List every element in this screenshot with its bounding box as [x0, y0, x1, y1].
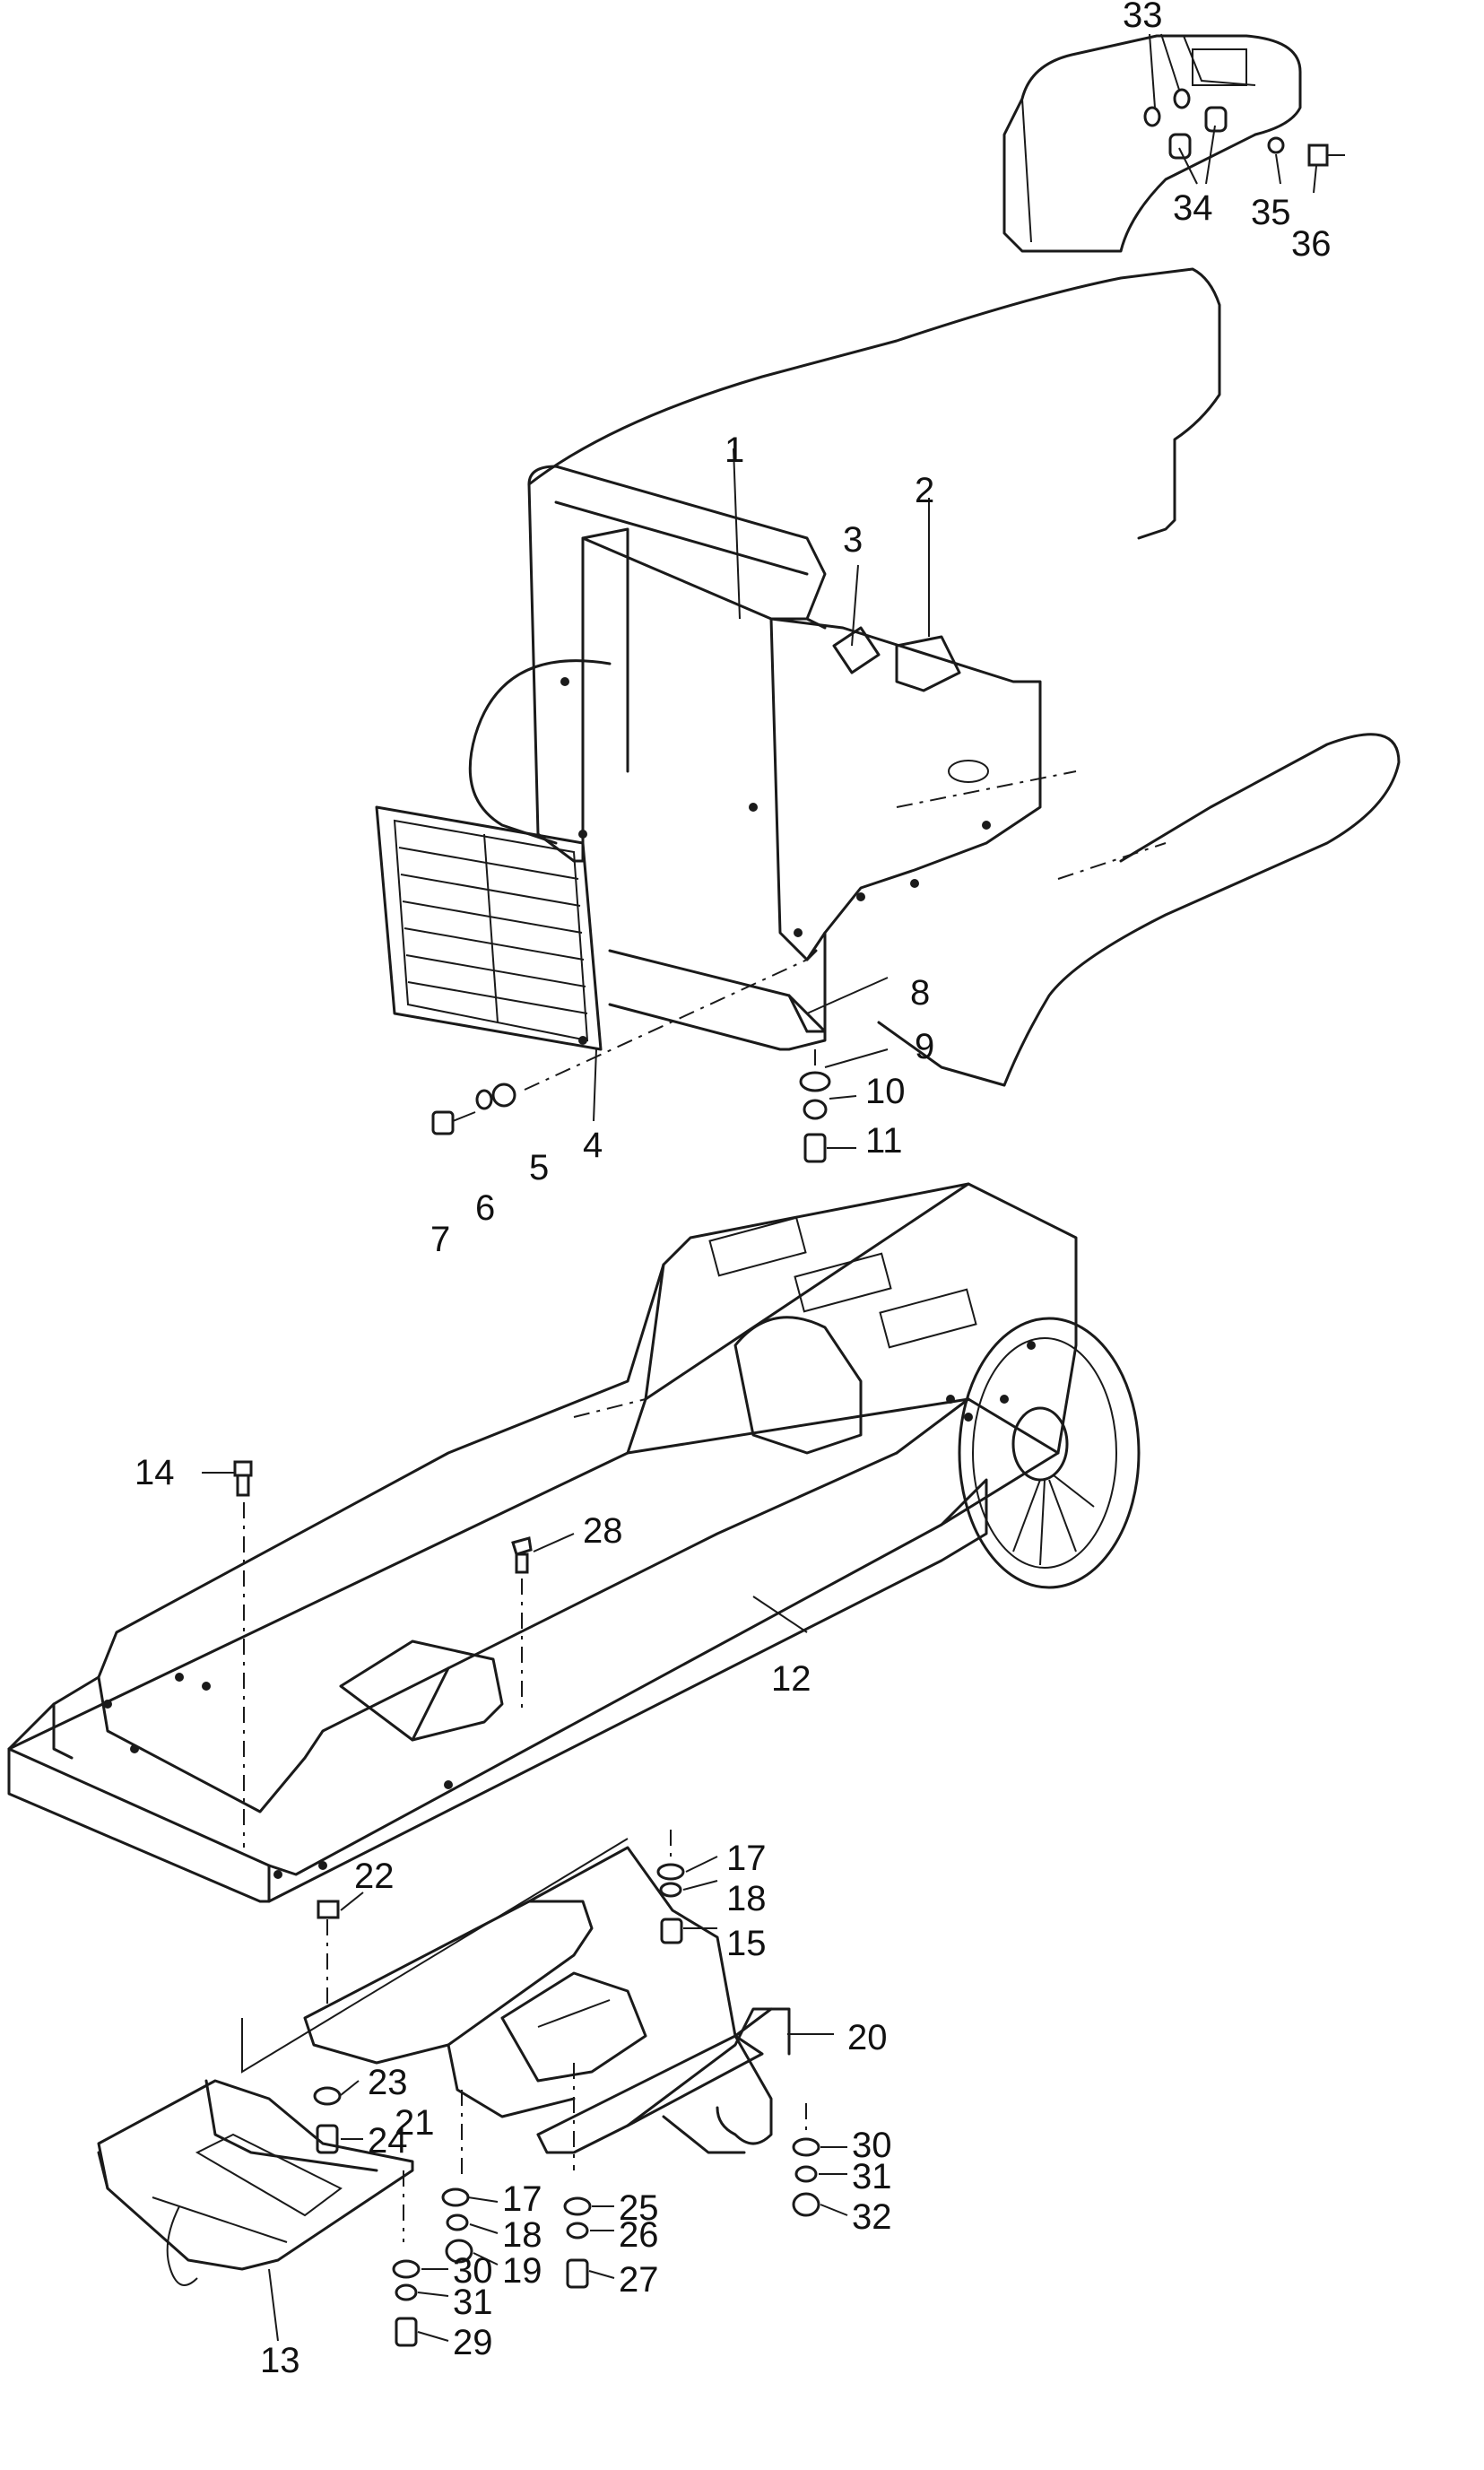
callout-25: 25: [619, 2188, 659, 2228]
leader-lines: [202, 33, 1317, 2342]
part-19-nut: [445, 2239, 473, 2264]
callout-29: 29: [453, 2323, 493, 2362]
part-12-main-frame: [7, 1182, 1078, 1903]
part-17-washer-bottom: [441, 2187, 470, 2207]
callout-12: 12: [771, 1659, 811, 1699]
callout-27: 27: [619, 2260, 659, 2300]
callout-31-left: 31: [453, 2283, 493, 2322]
callout-8: 8: [910, 973, 930, 1013]
part-2-bracket: [895, 635, 961, 692]
part-20-subframe: [241, 1846, 791, 2179]
callout-17-top: 17: [726, 1839, 767, 1878]
callout-3: 3: [843, 520, 863, 560]
callout-36: 36: [1291, 224, 1332, 264]
part-35-washer: [1267, 136, 1285, 154]
part-10-lockwasher: [803, 1099, 828, 1120]
part-14-bolt: [233, 1460, 253, 1497]
callout-15: 15: [726, 1924, 767, 1963]
callout-24: 24: [368, 2121, 408, 2161]
callout-18-bottom: 18: [502, 2215, 542, 2255]
radiator-shroud: [769, 617, 1042, 1033]
part-30-washer-right: [792, 2137, 820, 2157]
part-36-bolt: [1307, 144, 1345, 167]
part-13-skid-plate: [97, 2079, 414, 2286]
part-32-nut: [792, 2192, 820, 2217]
part-6-lockwasher: [475, 1089, 493, 1110]
callout-20: 20: [847, 2018, 888, 2057]
frame-rear-wheel: [958, 1317, 1141, 1589]
callout-30-right: 30: [852, 2126, 892, 2165]
part-31-lockwasher-left: [395, 2283, 418, 2301]
fuel-tank: [1002, 34, 1302, 253]
part-11-bolt: [803, 1133, 827, 1163]
callout-23: 23: [368, 2063, 408, 2102]
part-30-washer-left: [392, 2259, 421, 2279]
part-33-grommets: [1143, 88, 1191, 127]
hood-outline: [468, 267, 1401, 1087]
part-25-washer: [563, 2196, 592, 2216]
callout-9: 9: [915, 1027, 934, 1066]
part-31-lockwasher-right: [794, 2165, 818, 2183]
callout-30-left: 30: [453, 2251, 493, 2291]
part-5-washer: [491, 1083, 516, 1108]
callout-32: 32: [852, 2197, 892, 2237]
part-24-bolt: [316, 2124, 339, 2154]
callout-33: 33: [1123, 0, 1163, 35]
part-3-bracket: [832, 626, 881, 674]
part-27-bolt: [566, 2258, 589, 2289]
part-29-bolt: [395, 2317, 418, 2347]
part-15-bolt: [660, 1918, 683, 1944]
part-7-bolt: [431, 1110, 476, 1135]
part-22-block: [317, 1900, 340, 1919]
callout-11: 11: [865, 1121, 903, 1161]
callout-18-top: 18: [726, 1879, 767, 1918]
callout-6: 6: [475, 1188, 495, 1228]
part-28-bolt: [511, 1536, 533, 1574]
callout-13: 13: [260, 2341, 300, 2380]
callout-10: 10: [865, 1072, 906, 1111]
callout-26: 26: [619, 2215, 659, 2255]
callout-7: 7: [430, 1220, 450, 1259]
callout-34: 34: [1173, 188, 1213, 228]
part-8-plate: [608, 949, 827, 1051]
callout-21: 21: [395, 2103, 435, 2143]
callout-5: 5: [529, 1148, 549, 1187]
part-17-washer-top: [656, 1863, 685, 1881]
callout-labels: 33 34 35 36 1 2 3 4 5 6 7 8 9 10 11 12 1…: [135, 0, 1332, 2380]
callout-19: 19: [502, 2251, 542, 2291]
part-23-washer: [313, 2086, 342, 2106]
part-4-grille: [375, 805, 603, 1051]
callout-35: 35: [1251, 193, 1291, 232]
callout-17-bottom: 17: [502, 2179, 542, 2219]
callout-1: 1: [725, 431, 744, 470]
callout-2: 2: [915, 471, 934, 510]
part-9-washer: [799, 1071, 831, 1092]
callout-28: 28: [583, 1511, 623, 1551]
callout-14: 14: [135, 1453, 175, 1492]
part-18-lockwasher-bottom: [446, 2213, 469, 2231]
part-1-radiator-frame: [527, 465, 827, 961]
callout-4: 4: [583, 1126, 603, 1165]
part-34-brackets: [1168, 106, 1228, 160]
callout-22: 22: [354, 1857, 395, 1896]
part-18-lockwasher-top: [659, 1882, 682, 1898]
callout-31-right: 31: [852, 2157, 892, 2196]
part-26-lockwasher: [566, 2222, 589, 2240]
